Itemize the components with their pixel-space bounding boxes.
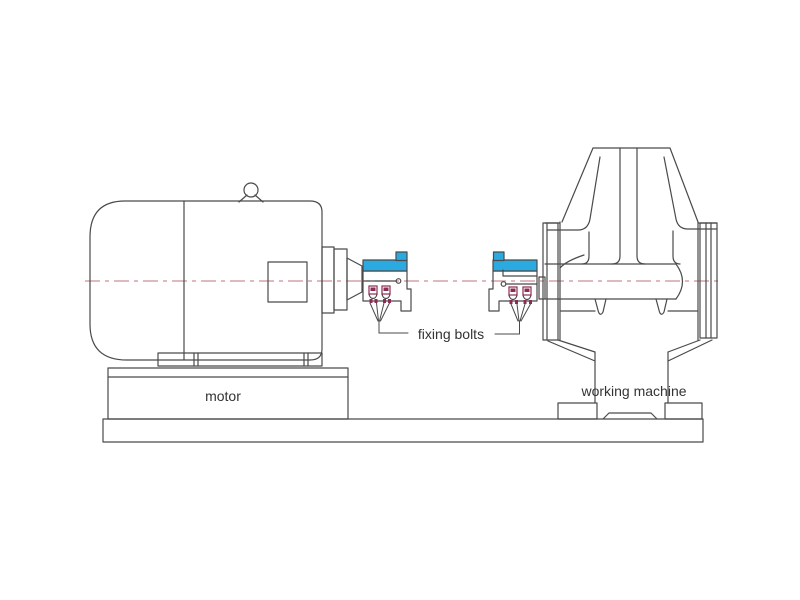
motor-feet [157, 352, 323, 367]
coupling-half-machine-pin [500, 281, 507, 287]
machine-side-walls [559, 221, 699, 341]
machine-rib-fillets [581, 230, 681, 265]
motor-body [89, 200, 323, 361]
machine-shaft-gland [538, 276, 546, 300]
coupling-half-motor-tab [395, 251, 408, 262]
baseplate [102, 418, 704, 443]
fixing-bolts-label: fixing bolts [418, 326, 484, 342]
drawing-outlines [89, 147, 718, 443]
motor-terminal-box [267, 261, 308, 303]
coupling-machine-bolt-slots [508, 294, 532, 301]
motor-bearing-cap [333, 248, 348, 311]
machine-inner-wall-left [546, 156, 601, 231]
machine-bearing-cylinder [544, 263, 677, 300]
coupling-half-machine-tab [492, 251, 505, 262]
machine-flange-left [542, 222, 559, 341]
fixing-bolt-markers [368, 285, 532, 296]
machine-flange-right-inner-lines [705, 222, 712, 339]
fixing-bolt-icon [508, 286, 518, 296]
lifting-eye-icon [243, 182, 259, 198]
fixing-bolt-icon [522, 286, 532, 296]
working-machine-label: working machine [580, 383, 686, 399]
coupling-half-motor-pin [395, 278, 402, 284]
fixing-bolt-tips [369, 287, 532, 304]
machine-pedestal-column [594, 351, 669, 404]
motor-shaft-cone [346, 257, 363, 301]
lifting-eye-base [238, 194, 264, 203]
fixing-bolt-icon [368, 285, 378, 295]
machine-casing-fillet [559, 254, 585, 269]
motor-bearing-bracket [321, 246, 335, 314]
fixing-bolts-leader-lines [369, 302, 531, 335]
machine-foot-center-pad [602, 412, 658, 420]
motor-feet-bolt-lines [193, 352, 309, 367]
machine-foot-left [557, 402, 598, 420]
motor-label: motor [205, 388, 241, 404]
machine-pedestal-slopes [547, 339, 713, 362]
coupling-half-machine-highlight [492, 259, 538, 272]
fixing-bolt-icon [381, 285, 391, 295]
coupling-motor-bolt-slots [368, 293, 391, 300]
machine-support-lugs [594, 298, 668, 315]
machine-foot-right [664, 402, 703, 420]
machine-inner-wall-right [663, 156, 718, 230]
machine-flange-right [699, 222, 718, 339]
machine-bearing-end-cap [675, 263, 684, 300]
coupling-half-machine-key-step [502, 269, 538, 277]
coupling-half-motor-highlight [362, 259, 408, 272]
machine-top-tower [561, 147, 699, 223]
machine-center-rib [611, 147, 646, 265]
